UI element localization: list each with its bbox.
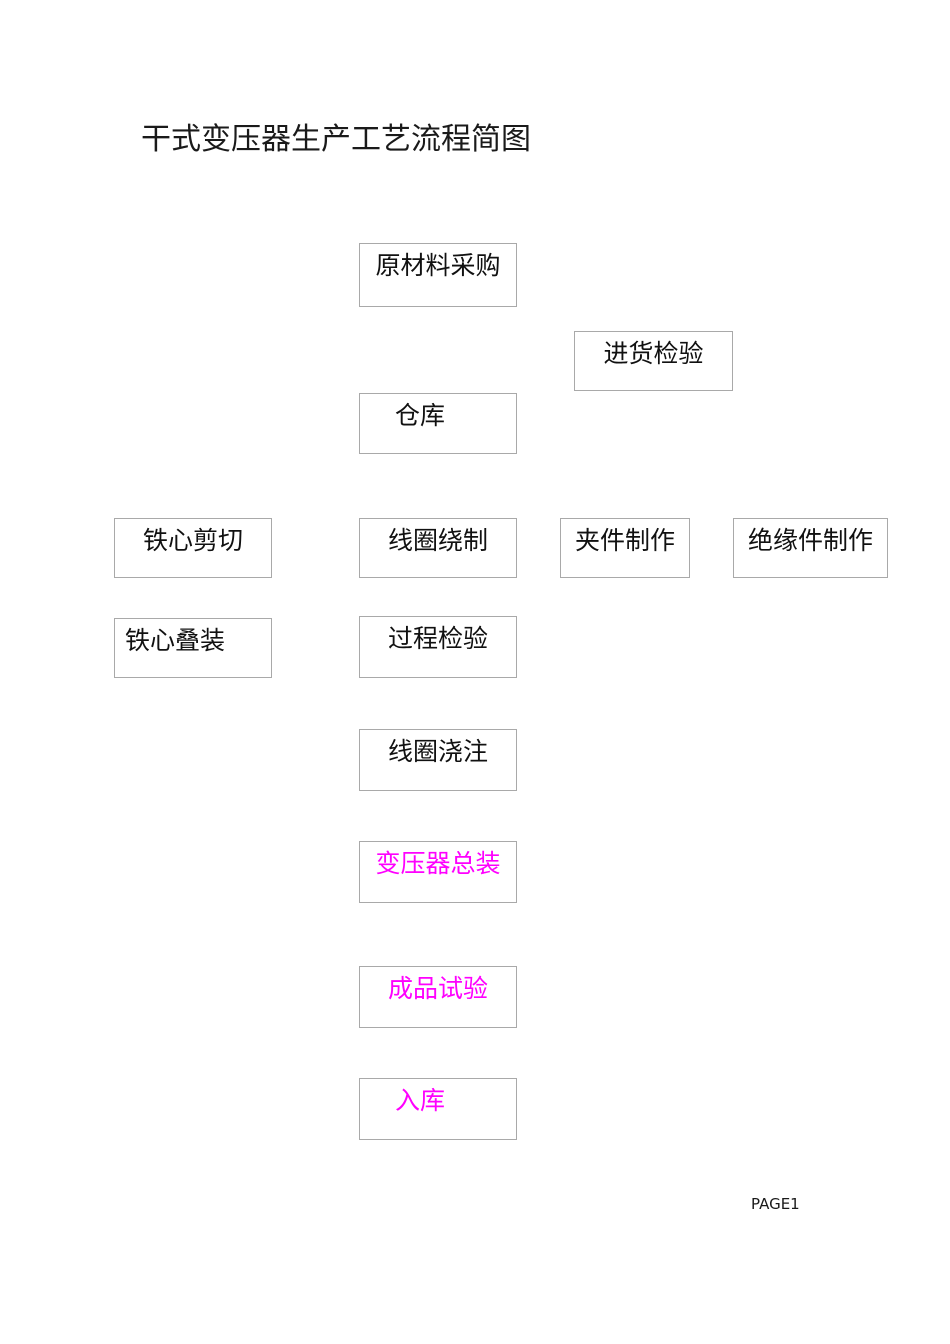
flow-box-label: 夹件制作 <box>574 526 675 555</box>
flow-box-core-shearing[interactable]: 铁心剪切 <box>114 518 272 578</box>
flow-box-label: 线圈浇注 <box>387 737 488 766</box>
page-title: 干式变压器生产工艺流程简图 <box>141 122 531 157</box>
flow-box-label: 进货检验 <box>603 339 704 368</box>
flow-box-label: 成品试验 <box>387 974 488 1003</box>
flow-box-finished-product-test[interactable]: 成品试验 <box>359 966 517 1028</box>
flow-box-label: 原材料采购 <box>375 251 501 280</box>
page-number-footer: PAGE1 <box>751 1195 800 1213</box>
flow-box-raw-material-purchase[interactable]: 原材料采购 <box>359 243 517 307</box>
flow-box-label: 绝缘件制作 <box>747 526 873 555</box>
flow-box-label: 变压器总装 <box>375 849 501 878</box>
flow-box-process-inspection[interactable]: 过程检验 <box>359 616 517 678</box>
flow-box-label: 仓库 <box>395 401 446 430</box>
flow-box-put-in-storage[interactable]: 入库 <box>359 1078 517 1140</box>
flow-box-incoming-inspection[interactable]: 进货检验 <box>574 331 733 391</box>
flow-box-clamp-fabrication[interactable]: 夹件制作 <box>560 518 690 578</box>
flow-box-label: 入库 <box>395 1086 446 1115</box>
flow-box-label: 铁心剪切 <box>142 526 243 555</box>
flow-box-label: 过程检验 <box>387 624 488 653</box>
flow-box-coil-casting[interactable]: 线圈浇注 <box>359 729 517 791</box>
flow-box-insulation-part-fabrication[interactable]: 绝缘件制作 <box>733 518 888 578</box>
flow-box-label: 铁心叠装 <box>125 626 226 655</box>
flow-box-warehouse[interactable]: 仓库 <box>359 393 517 454</box>
flow-box-label: 线圈绕制 <box>387 526 488 555</box>
flow-box-transformer-assembly[interactable]: 变压器总装 <box>359 841 517 903</box>
flow-box-core-stacking[interactable]: 铁心叠装 <box>114 618 272 678</box>
flow-box-coil-winding[interactable]: 线圈绕制 <box>359 518 517 578</box>
